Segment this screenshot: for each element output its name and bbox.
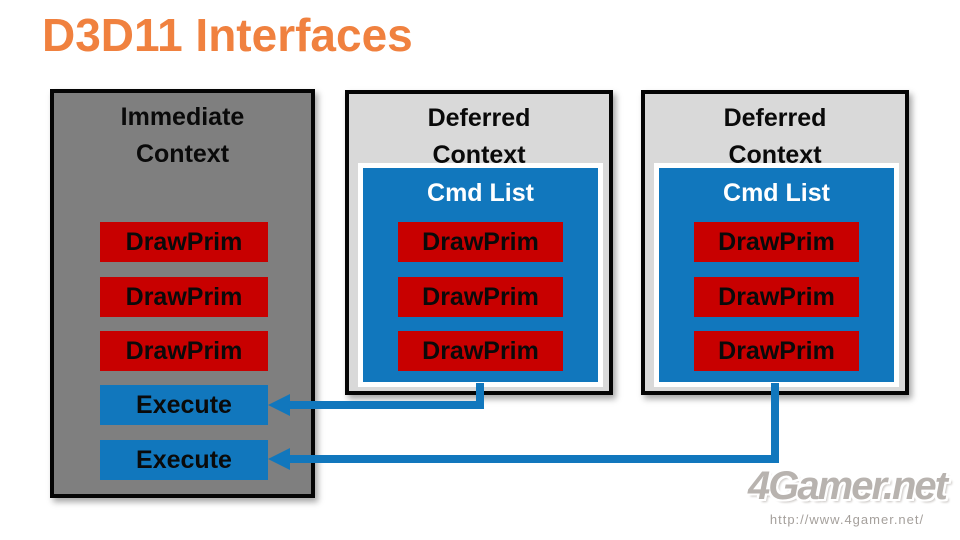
cmd-list-label: Cmd List <box>427 179 534 207</box>
drawprim-box: DrawPrim <box>694 277 859 317</box>
arrow-vertical-segment <box>771 383 779 463</box>
deferred-context-box-1: Deferred Context Cmd List DrawPrim DrawP… <box>345 90 613 395</box>
drawprim-box: DrawPrim <box>100 222 268 262</box>
deferred-context-box-2: Deferred Context Cmd List DrawPrim DrawP… <box>641 90 909 395</box>
arrow-head-icon <box>268 448 290 470</box>
immediate-context-label: Immediate Context <box>120 103 245 168</box>
drawprim-box: DrawPrim <box>398 222 563 262</box>
drawprim-box: DrawPrim <box>100 331 268 371</box>
arrow-vertical-segment <box>476 383 484 409</box>
arrow-horizontal-segment <box>288 401 484 409</box>
drawprim-box: DrawPrim <box>398 331 563 371</box>
cmd-list-box: Cmd List DrawPrim DrawPrim DrawPrim <box>358 163 603 387</box>
drawprim-box: DrawPrim <box>398 277 563 317</box>
deferred-context-label: Deferred Context <box>427 104 531 169</box>
arrow-head-icon <box>268 394 290 416</box>
immediate-context-box: Immediate Context DrawPrim DrawPrim Draw… <box>50 89 315 498</box>
cmd-list-box: Cmd List DrawPrim DrawPrim DrawPrim <box>654 163 899 387</box>
fourgamer-logo: 4Gamer.net <box>748 464 948 508</box>
drawprim-box: DrawPrim <box>694 222 859 262</box>
execute-box: Execute <box>100 440 268 480</box>
slide-title: D3D11 Interfaces <box>42 9 413 61</box>
drawprim-box: DrawPrim <box>100 277 268 317</box>
arrow-horizontal-segment <box>288 455 779 463</box>
drawprim-box: DrawPrim <box>694 331 859 371</box>
execute-box: Execute <box>100 385 268 425</box>
fourgamer-url: http://www.4gamer.net/ <box>769 512 925 527</box>
cmd-list-label: Cmd List <box>723 179 830 207</box>
